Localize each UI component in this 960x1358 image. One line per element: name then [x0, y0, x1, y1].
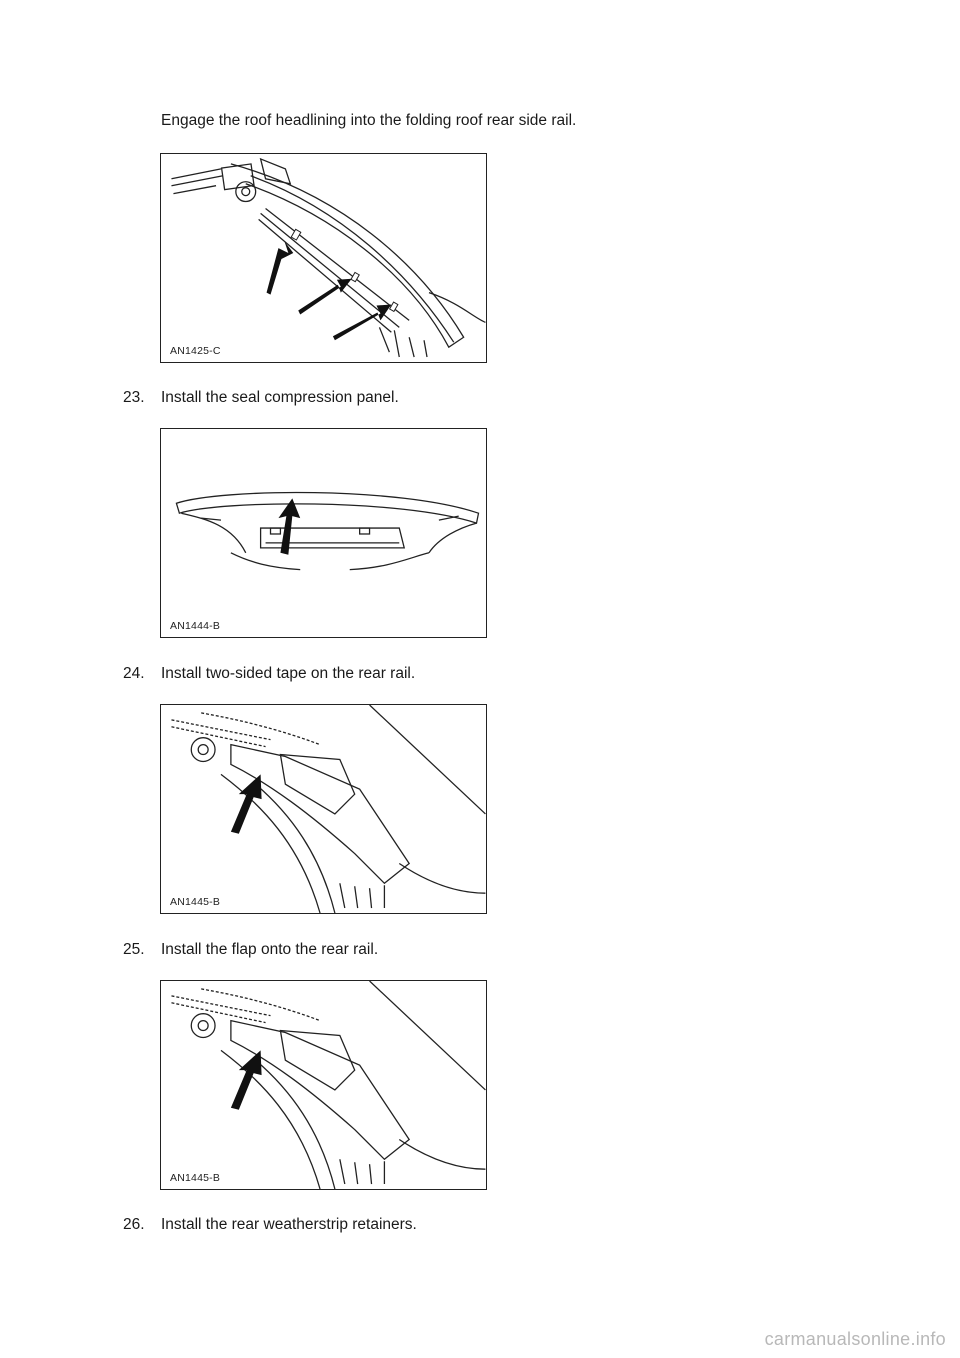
watermark: carmanualsonline.info — [764, 1329, 946, 1349]
illustration-rear-rail-tape — [171, 705, 486, 913]
step-text: Install the rear weatherstrip retainers. — [161, 1216, 417, 1233]
illustration-rear-rail-flap — [171, 981, 486, 1189]
step-number: 26. — [123, 1216, 145, 1233]
figure-rear-rail-flap: AN1445-B — [160, 980, 487, 1190]
figure-rear-rail-tape: AN1445-B — [160, 704, 487, 914]
figure-caption: AN1445-B — [170, 896, 221, 908]
figure-seal-compression-panel: AN1444-B — [160, 428, 487, 638]
step-text: Install two-sided tape on the rear rail. — [161, 665, 416, 682]
figure-caption: AN1425-C — [170, 345, 221, 357]
figure-caption: AN1444-B — [170, 620, 221, 632]
illustration-rear-side-rail — [171, 157, 486, 358]
figure-roof-rear-side-rail: AN1425-C — [160, 153, 487, 363]
figure-caption: AN1445-B — [170, 1172, 221, 1184]
step-text: Install the flap onto the rear rail. — [161, 941, 379, 958]
step-number: 23. — [123, 389, 145, 406]
step-text: Install the seal compression panel. — [161, 389, 399, 406]
illustration-seal-compression-panel — [175, 491, 480, 571]
step-number: 24. — [123, 665, 145, 682]
intro-text: Engage the roof headlining into the fold… — [161, 112, 577, 129]
step-number: 25. — [123, 941, 145, 958]
